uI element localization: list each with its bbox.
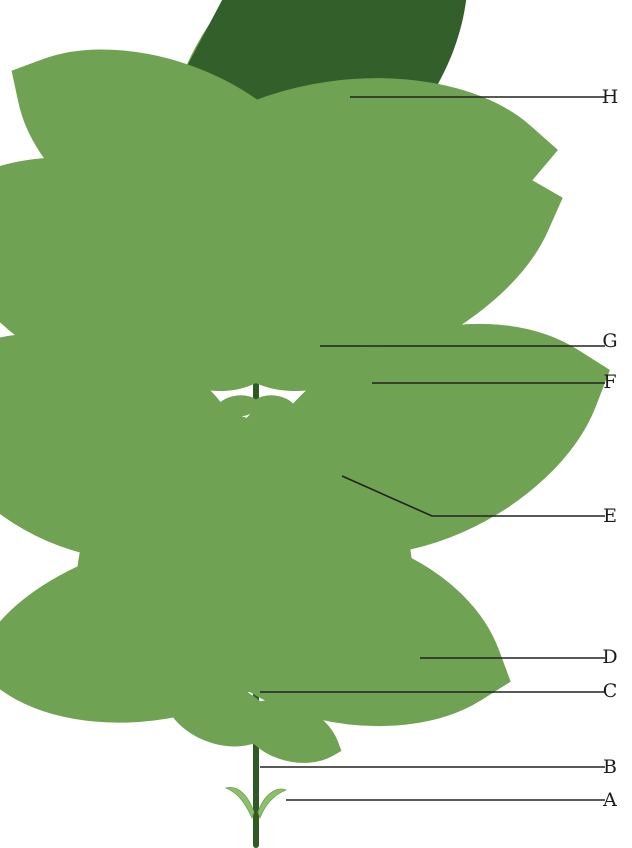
low-right-leaf <box>257 709 321 754</box>
upper-right-leaf <box>290 200 470 329</box>
label-g: G <box>598 330 622 352</box>
label-b: B <box>598 756 622 778</box>
label-e: E <box>598 505 622 527</box>
label-f: F <box>598 371 622 393</box>
label-c: C <box>598 680 622 702</box>
label-d: D <box>598 646 622 668</box>
label-h: H <box>598 86 622 108</box>
label-a: A <box>598 789 622 811</box>
d-right-leaf <box>264 576 426 684</box>
upper-left-leaf <box>25 204 213 341</box>
